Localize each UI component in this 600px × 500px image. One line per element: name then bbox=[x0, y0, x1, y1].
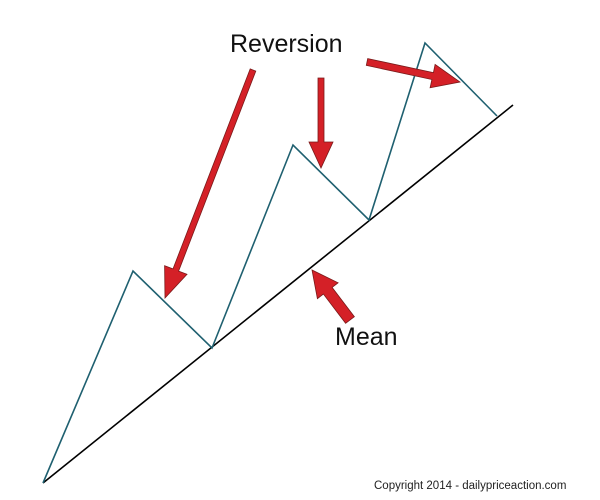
reversion-label: Reversion bbox=[230, 30, 343, 58]
price-zigzag-line bbox=[42, 41, 498, 484]
mean-label: Mean bbox=[335, 323, 398, 351]
mean-line bbox=[42, 104, 514, 484]
reversion-arrow-3-icon bbox=[365, 58, 461, 89]
reversion-arrow-2-icon bbox=[308, 77, 334, 169]
reversion-arrow-1-icon bbox=[164, 68, 257, 300]
mean-arrow-icon bbox=[311, 269, 355, 324]
copyright-text: Copyright 2014 - dailypriceaction.com bbox=[374, 480, 567, 492]
